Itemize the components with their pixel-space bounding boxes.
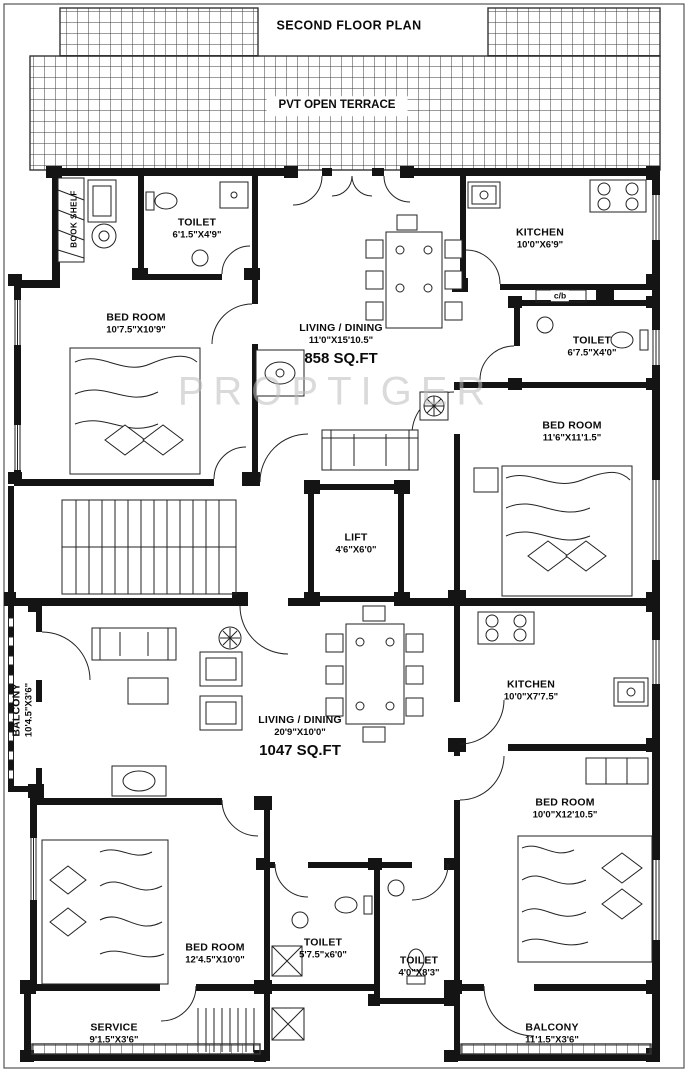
kitchen1-sink-icon [467, 181, 501, 209]
room-label-toilet-3: TOILET 5'7.5"x6'0" [299, 936, 347, 963]
room-name: TOILET [303, 936, 343, 949]
room-label-kitchen-2: KITCHEN 10'0"X7'7.5" [504, 678, 558, 705]
sofa2-icon [91, 626, 243, 797]
dining-table1-icon [365, 214, 463, 329]
room-dims: 10'7.5"X10'9" [106, 324, 166, 336]
room-label-balcony-1: BALCONY 10'4.5"X3'6" [10, 683, 37, 737]
bed2-icon [473, 465, 633, 597]
bed4-icon [41, 839, 169, 985]
cupboard-label: c/b [550, 290, 570, 302]
room-name: BALCONY [525, 1021, 579, 1034]
room-label-bedroom-1: BED ROOM 10'7.5"X10'9" [106, 311, 166, 338]
toilet1-fixtures-icon [145, 181, 249, 267]
room-dims: 6'7.5"X4'0" [567, 347, 617, 359]
room-label-balcony-2: BALCONY 11'1.5"X3'6" [525, 1021, 579, 1048]
sofa1-icon [321, 429, 419, 471]
room-name: BED ROOM [185, 941, 245, 954]
unit-area: 1047 SQ.FT [259, 741, 341, 759]
unit-area: 858 SQ.FT [304, 349, 378, 367]
room-dims: 10'0"X6'9" [516, 239, 564, 251]
room-label-living-2: LIVING / DINING 20'9"X10'0" 1047 SQ.FT [258, 713, 342, 761]
page-border [3, 3, 685, 1069]
bookshelf-label: BOOK SHELF [69, 190, 79, 248]
terrace-label: PVT OPEN TERRACE [266, 96, 408, 116]
toilet4-fixtures-icon [387, 879, 426, 985]
room-dims: 10'4.5"X3'6" [23, 682, 35, 738]
room-dims: 10'0"X12'10.5" [532, 809, 598, 821]
room-dims: 10'0"X7'7.5" [503, 691, 559, 703]
toilet3-fixtures-icon [271, 895, 373, 977]
room-dims: 11'6"X11'1.5" [542, 432, 602, 444]
furniture [31, 177, 653, 1055]
watermark: PROPTIGER [177, 369, 495, 414]
plant-table-icon [419, 391, 449, 421]
room-label-kitchen-1: KITCHEN 10'0"X6'9" [516, 226, 564, 253]
room-name: TOILET [399, 954, 439, 967]
room-label-toilet-4: TOILET 4'0"X8'3" [399, 954, 440, 981]
room-dims: 9'1.5"X3'6" [89, 1034, 139, 1046]
room-dims: 4'6"X6'0" [335, 544, 377, 556]
room-name: LIVING / DINING [258, 713, 342, 726]
room-name: BED ROOM [542, 419, 602, 432]
room-name: LIFT [344, 531, 368, 544]
room-name: TOILET [177, 216, 217, 229]
room-name: BALCONY [10, 683, 23, 737]
room-dims: 5'7.5"x6'0" [299, 949, 347, 961]
room-label-bedroom-2: BED ROOM 11'6"X11'1.5" [542, 419, 601, 446]
balcony2-hatch [460, 1043, 652, 1055]
duct-shaft-icon [271, 1007, 305, 1041]
room-name: TOILET [572, 334, 612, 347]
room-dims: 6'1.5"X4'9" [172, 229, 222, 241]
service-grill [197, 1008, 255, 1052]
toilet2-fixtures-icon [536, 316, 649, 351]
room-name: BED ROOM [106, 311, 166, 324]
door-arcs [41, 175, 535, 1037]
room-label-toilet-1: TOILET 6'1.5"X4'9" [173, 216, 222, 243]
dining-table2-icon [325, 605, 424, 743]
room-name: SERVICE [90, 1021, 138, 1034]
room-name: LIVING / DINING [299, 321, 383, 334]
tv-cabinet-icon [255, 349, 305, 397]
room-label-bedroom-3: BED ROOM 10'0"X12'10.5" [533, 796, 598, 823]
room-label-living-1: LIVING / DINING 11'0"X15'10.5" 858 SQ.FT [299, 321, 383, 369]
kitchen2-stove-icon [477, 611, 535, 645]
room-dims: 11'0"X15'10.5" [308, 335, 374, 347]
room-dims: 20'9"X10'0" [274, 727, 326, 739]
cupboard-box [535, 289, 587, 303]
room-label-service: SERVICE 9'1.5"X3'6" [90, 1021, 139, 1048]
plan-title: SECOND FLOOR PLAN [276, 18, 422, 33]
kitchen1-stove-icon [589, 179, 647, 213]
room-name: KITCHEN [515, 226, 565, 239]
balcony-louvers [8, 617, 14, 780]
room-label-bedroom-4: BED ROOM 12'4.5"X10'0" [185, 941, 245, 968]
room-dims: 12'4.5"X10'0" [185, 954, 245, 966]
room-name: BED ROOM [535, 796, 595, 809]
room-dims: 4'0"X8'3" [398, 967, 440, 979]
bookshelf-icon [57, 177, 117, 263]
dresser-icon [585, 757, 649, 785]
windows [8, 195, 660, 940]
bed1-icon [69, 347, 201, 475]
room-name: KITCHEN [506, 678, 556, 691]
bed3-icon [517, 835, 653, 963]
service-hatch [31, 1043, 261, 1055]
room-dims: 11'1.5"X3'6" [525, 1034, 579, 1046]
stairs [61, 499, 237, 595]
kitchen2-sink-icon [613, 677, 649, 707]
walls [4, 166, 660, 1062]
room-label-toilet-2: TOILET 6'7.5"X4'0" [568, 334, 617, 361]
room-label-lift: LIFT 4'6"X6'0" [336, 531, 377, 558]
